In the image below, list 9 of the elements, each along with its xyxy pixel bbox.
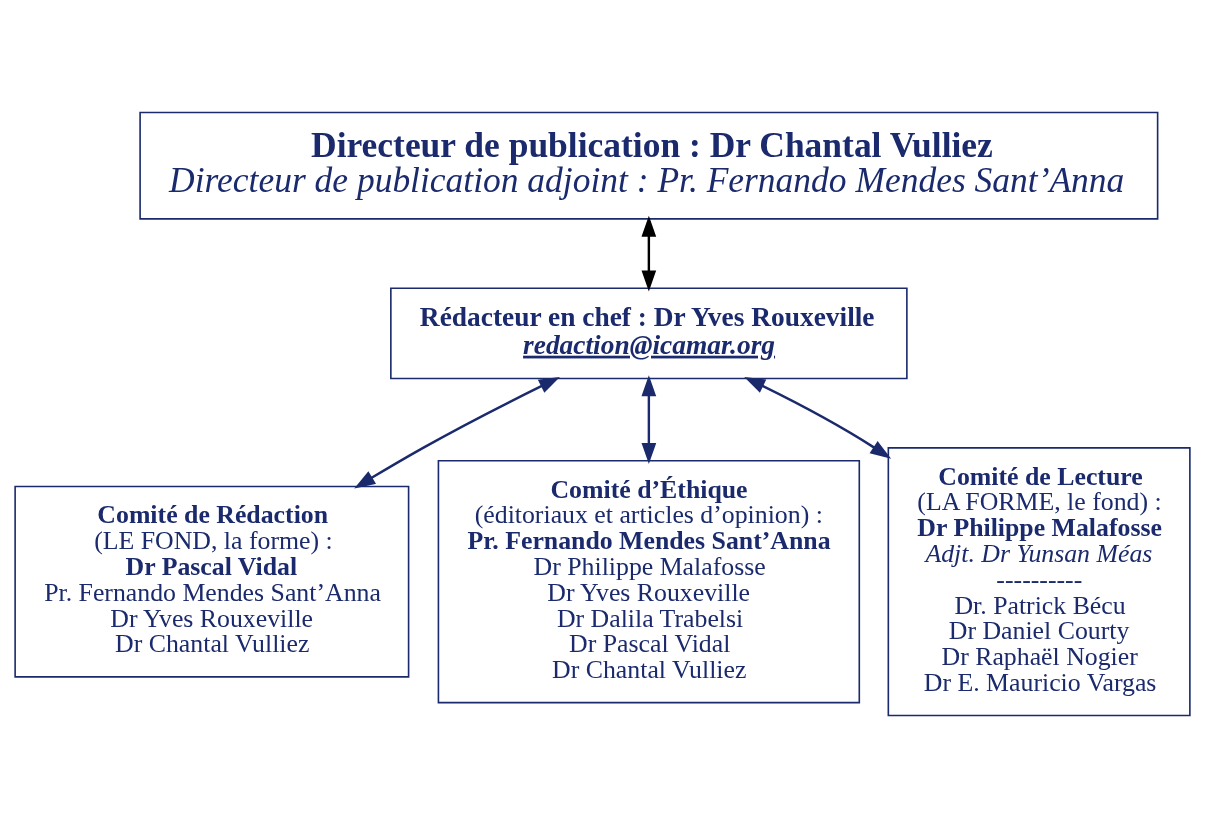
- node-box: Directeur de publication : Dr Chantal Vulliez Directeur de publication adjoint : Pr. Fernando Mendes Sant’Anna: [139, 111, 1159, 220]
- node-box: Comité de Rédaction (LE FOND, la forme) : Dr Pascal Vidal Pr. Fernando Mendes Sant’Anna Dr Yves Rouxeville Dr Chantal Vulliez: [14, 485, 410, 678]
- arrow: [744, 376, 892, 459]
- node-box: Rédacteur en chef : Dr Yves Rouxeville redaction@icamar.org: [390, 286, 908, 379]
- arrow: [641, 374, 657, 464]
- arrow: [354, 376, 560, 488]
- node-box: Comité d’Éthique (éditoriaux et articles d’opinion) : Pr. Fernando Mendes Sant’Anna Dr Philippe Malafosse Dr Yves Rouxeville Dr Dalila Trabelsi Dr Pascal Vidal Dr Chantal Vulliez: [437, 459, 861, 703]
- arrow: [641, 215, 657, 291]
- node-box: Comité de Lecture (LA FORME, le fond) : Dr Philippe Malafosse Adjt. Dr Yunsan Méas ---------- Dr. Patrick Bécu Dr Daniel Courty Dr Raphaël Nogier Dr E. Mauricio Vargas: [887, 446, 1191, 716]
